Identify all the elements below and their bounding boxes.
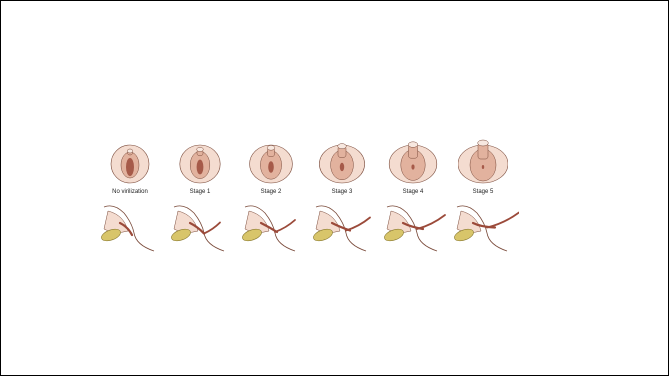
sagittal-view-illustration	[235, 201, 307, 253]
stage-label: Stage 4	[377, 189, 449, 195]
glans	[197, 147, 204, 151]
sagittal-view-illustration	[306, 201, 378, 253]
external-view-illustration	[105, 137, 155, 187]
phallic-urethra	[275, 220, 295, 232]
glans	[267, 145, 275, 150]
sagittal-view-illustration	[447, 201, 519, 253]
external-view-illustration	[246, 137, 296, 187]
external-view-illustration	[388, 137, 438, 187]
glans	[338, 144, 347, 149]
phallic-urethra	[204, 223, 220, 234]
urogenital-opening	[411, 164, 414, 169]
stage-column: Stage 5	[447, 137, 519, 257]
stage-label: Stage 1	[164, 189, 236, 195]
stage-label: Stage 5	[447, 189, 519, 195]
external-view-illustration	[317, 137, 367, 187]
urogenital-opening	[268, 161, 274, 173]
sagittal-view-illustration	[164, 201, 236, 253]
glans	[127, 149, 133, 153]
stage-column: Stage 3	[306, 137, 378, 257]
urogenital-opening	[482, 165, 484, 169]
stage-label: Stage 3	[306, 189, 378, 195]
stage-column: No virilization	[94, 137, 166, 257]
sagittal-view-illustration	[377, 201, 449, 253]
phallic-urethra	[417, 215, 445, 229]
stage-column: Stage 2	[235, 137, 307, 257]
phallic-urethra	[346, 218, 370, 231]
urogenital-opening	[340, 163, 344, 171]
urogenital-opening	[197, 160, 204, 175]
stage-column: Stage 1	[164, 137, 236, 257]
sagittal-view-illustration	[94, 201, 166, 253]
stage-label: No virilization	[94, 189, 166, 195]
phallic-urethra	[487, 213, 519, 228]
stage-label: Stage 2	[235, 189, 307, 195]
glans	[408, 142, 418, 148]
urogenital-opening	[126, 158, 134, 176]
external-view-illustration	[458, 137, 508, 187]
external-view-illustration	[175, 137, 225, 187]
stage-column: Stage 4	[377, 137, 449, 257]
glans	[478, 140, 489, 146]
